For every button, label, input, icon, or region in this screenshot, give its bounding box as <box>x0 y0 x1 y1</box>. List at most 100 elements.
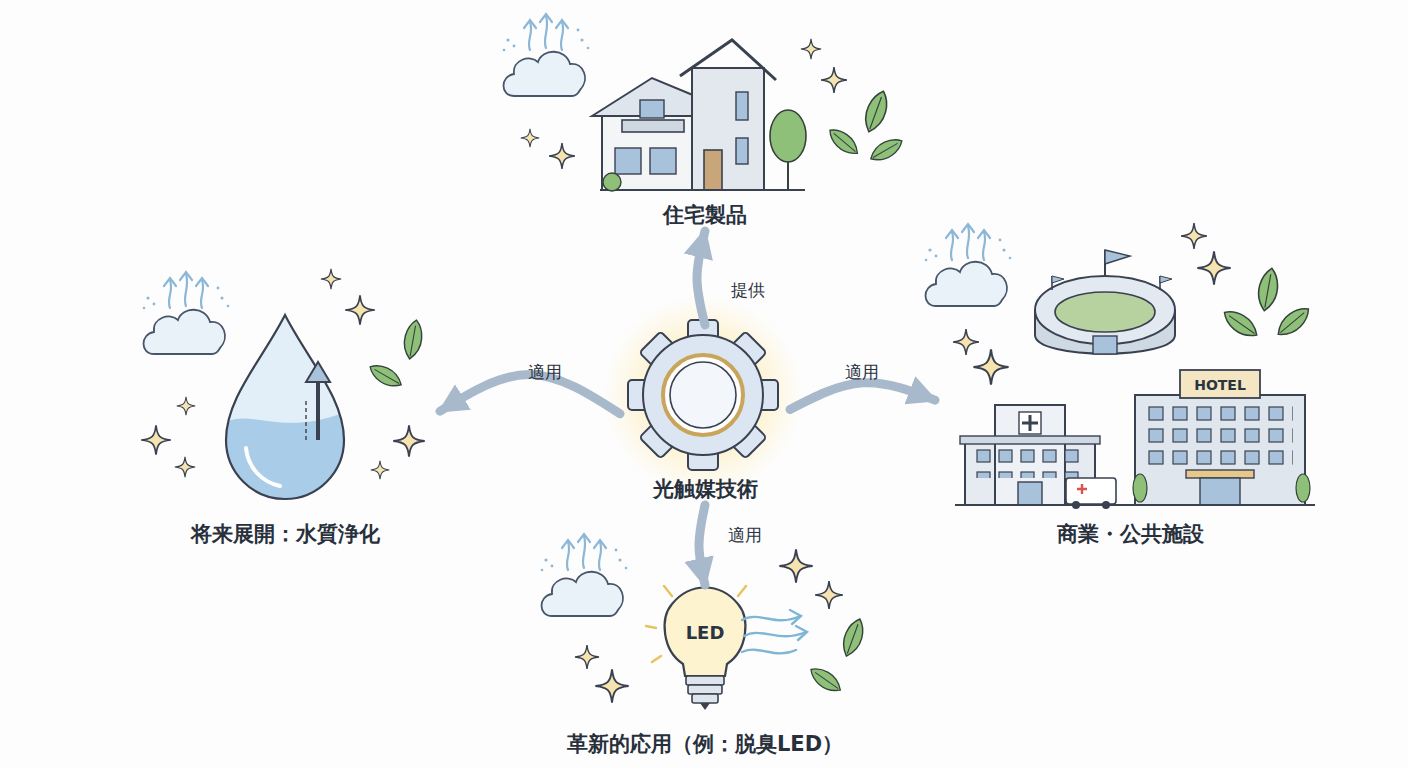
flow-arrow <box>790 383 935 410</box>
hospital-cross <box>1019 412 1041 434</box>
node-label: 光触媒技術 <box>620 475 790 503</box>
house-window <box>650 148 676 174</box>
ambulance <box>1066 478 1116 504</box>
water-drop-illustration <box>141 269 425 520</box>
leaf <box>807 663 845 696</box>
edge-label: 適用 <box>845 361 879 384</box>
node-label: 住宅製品 <box>585 201 825 229</box>
icon-text: HOTEL <box>1194 377 1246 393</box>
light-ray <box>664 586 672 596</box>
hotel-windows <box>1147 405 1293 467</box>
sparkle <box>371 461 389 479</box>
tree-crown <box>770 110 806 162</box>
icon-text: LED <box>686 622 725 643</box>
edge-label: 提供 <box>731 279 765 302</box>
light-ray <box>646 626 656 628</box>
ground-line <box>600 189 805 191</box>
illustrated-node: 光触媒技術 <box>620 325 790 505</box>
dashed-line <box>305 400 306 440</box>
flag <box>1160 276 1172 283</box>
bulb-glass <box>665 588 746 677</box>
hospital-door <box>1018 482 1042 505</box>
sparkle <box>815 581 843 609</box>
air-flow <box>744 632 806 636</box>
sparkle <box>973 349 1008 384</box>
leaf <box>1220 306 1262 342</box>
flow-arrow <box>697 231 705 325</box>
hotel-building <box>1135 395 1305 505</box>
leaf <box>1255 267 1280 313</box>
house-window <box>615 148 641 174</box>
gear-body <box>643 335 763 455</box>
bulb-base <box>692 694 718 703</box>
sparkle <box>175 457 195 477</box>
edge-label: 適用 <box>528 361 562 384</box>
sparkle <box>953 329 979 355</box>
leaf <box>1273 303 1314 341</box>
sparkle <box>393 425 424 456</box>
ambulance-cross <box>1077 484 1087 494</box>
leaf <box>825 124 862 159</box>
sparkle <box>821 67 847 93</box>
sparkle <box>595 669 628 702</box>
drop-highlight <box>246 448 280 486</box>
house-illustration <box>503 14 906 191</box>
shrub <box>603 173 621 191</box>
leaf <box>839 616 868 659</box>
gear-ring <box>663 355 743 435</box>
gear-hub <box>670 362 736 428</box>
sparkle <box>521 129 539 147</box>
house-door <box>704 150 722 190</box>
light-ray <box>738 586 746 596</box>
sparkle <box>575 645 599 669</box>
sparkle <box>1197 251 1230 284</box>
hospital-cross <box>1022 415 1038 431</box>
illustrated-node: 住宅製品 <box>585 35 825 231</box>
cloud-icon <box>143 272 230 354</box>
facilities-illustration <box>925 223 1315 509</box>
flag <box>1105 250 1130 264</box>
leaf <box>867 134 906 165</box>
sparkle <box>549 143 575 169</box>
hotel-canopy <box>1186 470 1254 478</box>
stadium-rim <box>1035 276 1175 344</box>
shrub <box>1296 474 1310 502</box>
light-ray <box>652 656 661 662</box>
shrub <box>1133 474 1147 502</box>
illustrated-node: 革新的応用（例：脱臭LED） <box>520 585 890 760</box>
sparkle <box>345 295 375 325</box>
cloud-icon <box>503 14 590 96</box>
ground-line <box>955 504 1315 506</box>
leaf <box>401 319 424 361</box>
illustrated-node: 将来展開：水質浄化 <box>130 268 440 550</box>
house-balcony <box>622 120 684 132</box>
air-flow <box>742 650 796 654</box>
node-label: 革新的応用（例：脱臭LED） <box>520 730 890 758</box>
up-arrow <box>316 378 320 440</box>
leaf <box>860 88 892 135</box>
house-window <box>736 92 748 120</box>
bulb-base <box>688 685 722 694</box>
air-flow <box>796 626 807 640</box>
cloud-icon <box>541 534 628 616</box>
sparkle <box>801 39 821 59</box>
node-label: 将来展開：水質浄化 <box>130 520 440 548</box>
air-flow <box>742 616 800 620</box>
hospital-roof <box>960 436 1100 444</box>
leaf <box>366 360 405 391</box>
sparkle <box>141 425 171 455</box>
flag <box>1052 276 1064 283</box>
up-arrow <box>306 362 330 382</box>
house-roof <box>680 40 776 80</box>
hotel-sign <box>1180 370 1260 398</box>
stadium-gate <box>1093 336 1117 354</box>
house-wall <box>602 112 694 190</box>
cloud-icon <box>925 224 1012 306</box>
sparkle <box>1181 223 1207 249</box>
node-label: 商業・公共施設 <box>935 520 1325 548</box>
water-drop-outline <box>226 315 344 499</box>
house-window <box>640 100 664 118</box>
house-wall <box>692 68 764 190</box>
hospital-windows <box>975 448 1085 478</box>
sparkle <box>177 397 195 415</box>
